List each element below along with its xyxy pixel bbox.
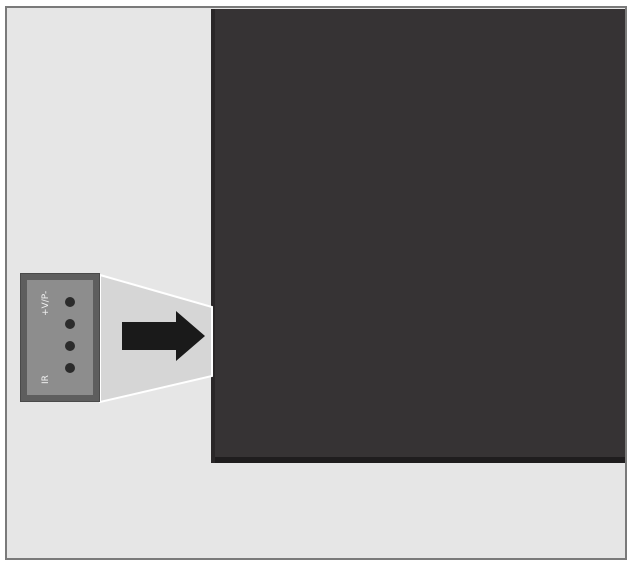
port-panel-face: +V/P- IR [27, 280, 93, 395]
connector-pin-icon [65, 297, 75, 307]
connector-pin-icon [65, 363, 75, 373]
tv-side-edge [211, 9, 215, 463]
connector-pin-icon [65, 341, 75, 351]
connector-pin-icon [65, 319, 75, 329]
port-panel: +V/P- IR [20, 273, 100, 402]
port-label-top: +V/P- [41, 290, 51, 316]
tv-back-panel [211, 9, 625, 463]
port-label-bottom: IR [41, 375, 51, 384]
